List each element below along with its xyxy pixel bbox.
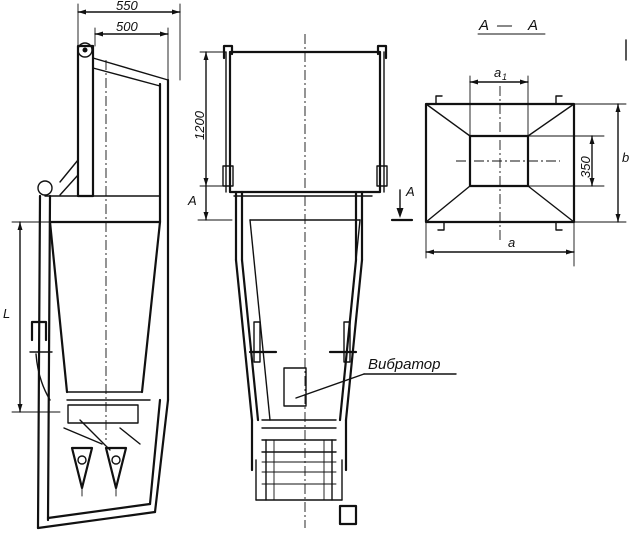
hopper-body: [48, 60, 162, 440]
front-top-box: [222, 34, 388, 528]
pivot-icon: [37, 180, 53, 196]
dim-a1-sub: 1: [502, 72, 507, 82]
section-title: A — A: [477, 17, 546, 35]
dim-350-group: 350: [527, 135, 605, 187]
dim-b-group: b: [573, 103, 629, 223]
upper-mast: [59, 42, 170, 402]
section-mark-label: A: [405, 184, 415, 199]
vibrator-box: [283, 367, 307, 407]
front-gate: [261, 419, 337, 501]
dim-a: a: [508, 235, 515, 250]
front-view: 1200 A A: [187, 34, 457, 528]
dim-A-group: A: [187, 185, 233, 221]
top-dimensions: 550 500: [77, 0, 181, 81]
section-mark-A: A: [390, 184, 415, 222]
side-handle: [29, 320, 53, 401]
side-view: 550 500: [3, 0, 181, 530]
dim-L-group: L: [3, 221, 61, 413]
section-title-left: A: [478, 17, 489, 34]
section-title-dash: —: [496, 17, 513, 34]
dim-a1-base: a: [494, 65, 501, 80]
section-view: A — A a 1: [424, 17, 629, 267]
dim-550: 550: [116, 0, 138, 13]
section-title-right: A: [527, 17, 538, 34]
top-pulley-icon: [77, 42, 93, 58]
dim-L: L: [3, 306, 10, 321]
dim-b: b: [622, 150, 629, 165]
dim-1200-group: 1200: [192, 51, 227, 187]
dim-a1-group: a 1: [469, 65, 529, 137]
front-handles: [248, 321, 358, 363]
discharge-gate: [63, 404, 141, 497]
dim-350: 350: [578, 156, 593, 178]
vibrator-label: Вибратор: [368, 356, 440, 373]
dim-1200: 1200: [192, 110, 207, 140]
dim-500: 500: [116, 19, 138, 34]
side-frame: [36, 180, 170, 530]
front-hopper: [249, 219, 361, 421]
dim-A-label: A: [187, 193, 197, 208]
vibrator: Вибратор: [283, 356, 457, 407]
dim-a-group: a: [425, 221, 575, 267]
